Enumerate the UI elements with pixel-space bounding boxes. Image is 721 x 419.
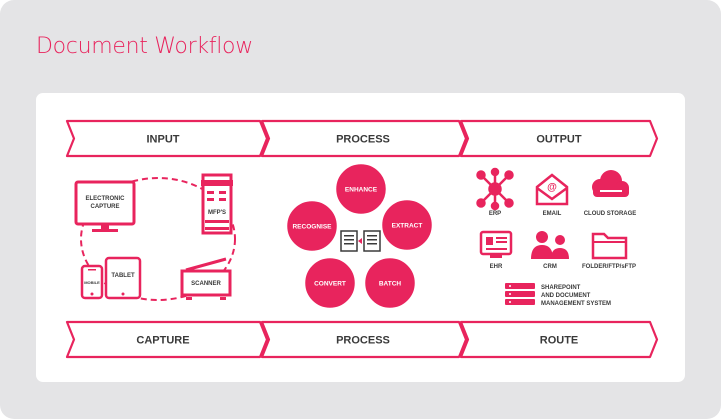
band-process-top-label: PROCESS bbox=[336, 134, 390, 146]
electronic-capture-label-1: ELECTRONIC bbox=[86, 196, 126, 202]
process-step-batch bbox=[362, 255, 418, 311]
server-stack-icon bbox=[505, 283, 535, 305]
scanner-label: SCANNER bbox=[191, 281, 221, 287]
ehr-id-card-icon bbox=[479, 230, 513, 258]
process-step-enhance bbox=[333, 161, 389, 217]
band-capture-shape bbox=[65, 320, 269, 359]
tablet-label: TABLET bbox=[111, 273, 135, 279]
crm-label: CRM bbox=[543, 264, 557, 270]
network-icon bbox=[476, 167, 514, 211]
email-label: EMAIL bbox=[543, 211, 562, 217]
band-route-label: ROUTE bbox=[540, 335, 579, 347]
process-pentagon bbox=[284, 161, 435, 311]
svg-text:@: @ bbox=[547, 182, 557, 193]
band-process-bottom-shape bbox=[260, 320, 468, 359]
documents-icon bbox=[340, 230, 381, 252]
process-label-enhance: ENHANCE bbox=[345, 187, 378, 194]
cloud-storage-icon bbox=[592, 170, 629, 197]
mfp-printer-icon bbox=[201, 173, 233, 235]
top-bands bbox=[65, 119, 659, 158]
bottom-bands bbox=[65, 320, 659, 359]
process-label-convert: CONVERT bbox=[314, 281, 346, 288]
sharepoint-label-1: SHAREPOINT bbox=[541, 285, 581, 291]
tablet-icon bbox=[104, 256, 142, 300]
process-label-recognise: RECOGNISE bbox=[292, 224, 332, 231]
band-route-shape bbox=[459, 320, 659, 359]
process-step-extract bbox=[379, 197, 435, 253]
band-process-bottom-label: PROCESS bbox=[336, 335, 390, 347]
erp-label: ERP bbox=[489, 211, 501, 217]
mfps-label: MFP'S bbox=[208, 210, 226, 216]
scanner-icon bbox=[180, 257, 232, 300]
band-output-shape bbox=[459, 119, 659, 158]
page-title: Document Workflow bbox=[36, 34, 253, 59]
monitor-icon bbox=[74, 180, 136, 232]
process-label-batch: BATCH bbox=[379, 281, 402, 288]
band-input-label: INPUT bbox=[147, 134, 180, 146]
folder-label: FOLDER/FTP/sFTP bbox=[582, 264, 636, 270]
crm-people-icon bbox=[531, 231, 569, 259]
sharepoint-label-2: AND DOCUMENT bbox=[541, 293, 591, 299]
mobile-phone-icon bbox=[80, 264, 104, 300]
ehr-label: EHR bbox=[490, 264, 503, 270]
cloud-storage-label: CLOUD STORAGE bbox=[584, 211, 637, 217]
capture-dashed-ring bbox=[80, 177, 236, 301]
process-step-convert bbox=[302, 255, 358, 311]
process-step-recognise bbox=[284, 198, 340, 254]
band-capture-label: CAPTURE bbox=[136, 335, 189, 347]
diagram-card bbox=[36, 93, 685, 382]
electronic-capture-label-2: CAPTURE bbox=[90, 204, 119, 210]
email-icon: @ bbox=[535, 173, 569, 206]
band-input-shape bbox=[65, 119, 269, 158]
sharepoint-label-3: MANAGEMENT SYSTEM bbox=[541, 301, 611, 307]
mobile-label: MOBILE bbox=[84, 280, 100, 285]
band-output-label: OUTPUT bbox=[536, 134, 582, 146]
folder-icon bbox=[591, 232, 628, 260]
band-process-top-shape bbox=[260, 119, 468, 158]
process-label-extract: EXTRACT bbox=[392, 223, 423, 230]
